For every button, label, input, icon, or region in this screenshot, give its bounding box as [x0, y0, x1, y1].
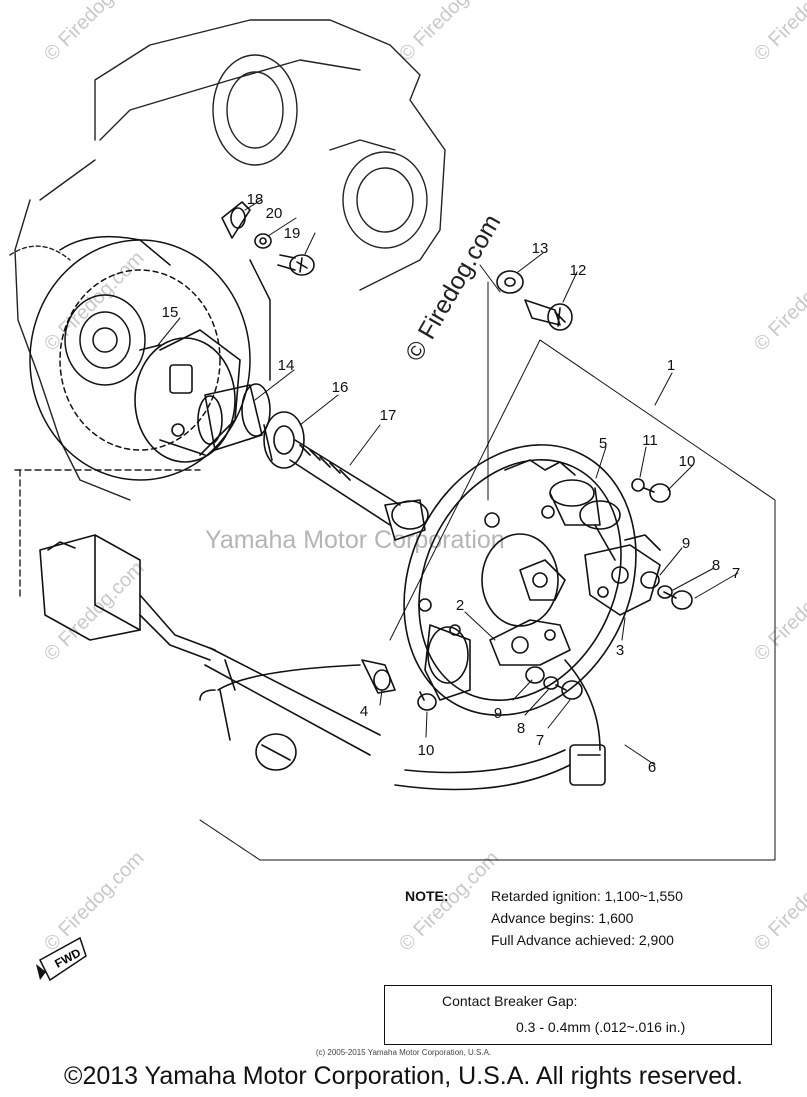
callout-4: 4 — [360, 703, 368, 720]
wire-clip-4 — [361, 659, 396, 694]
governor-plate — [134, 329, 241, 463]
bolt-17 — [289, 439, 429, 541]
fwd-arrow: FWD — [36, 936, 87, 982]
callout-8: 8 — [712, 557, 720, 574]
washer-9-upper — [640, 571, 660, 589]
callout-1: 1 — [667, 357, 675, 374]
note-retarded: Retarded ignition: 1,100~1,550 — [491, 888, 683, 904]
note-full-advance: Full Advance achieved: 2,900 — [491, 932, 674, 948]
callout-16: 16 — [332, 379, 349, 396]
callout-10: 10 — [679, 453, 696, 470]
washer-13 — [496, 270, 524, 294]
callout-12: 12 — [570, 262, 587, 279]
callout-6: 6 — [648, 759, 656, 776]
note-advance-begins: Advance begins: 1,600 — [491, 910, 634, 926]
connector-harness — [39, 534, 381, 771]
callout-9: 9 — [494, 705, 502, 722]
breaker-gap-box: Contact Breaker Gap: 0.3 - 0.4mm (.012~.… — [384, 985, 772, 1045]
nut-16 — [263, 411, 305, 469]
callout-18: 18 — [247, 191, 264, 208]
callout-15: 15 — [162, 304, 179, 321]
callout-9: 9 — [682, 535, 690, 552]
screw-10-upper — [643, 483, 671, 503]
screw-7-upper — [663, 590, 693, 610]
washer-9-lower — [525, 666, 545, 684]
contact-breaker-2 — [489, 559, 571, 666]
contact-breaker-3 — [584, 534, 661, 616]
cam-spacer — [197, 383, 271, 451]
callout-20: 20 — [266, 205, 283, 222]
callout-14: 14 — [278, 357, 295, 374]
lead-wire-6 — [394, 659, 606, 791]
callout-10: 10 — [418, 742, 435, 759]
callout-8: 8 — [517, 720, 525, 737]
callout-17: 17 — [380, 407, 397, 424]
callout-19: 19 — [284, 225, 301, 242]
plate-18 — [221, 201, 251, 239]
screw-12 — [524, 299, 573, 331]
callout-3: 3 — [616, 642, 624, 659]
note-label: NOTE: — [405, 888, 449, 904]
callout-7: 7 — [732, 565, 740, 582]
washer-8-lower — [543, 676, 559, 690]
callout-7: 7 — [536, 732, 544, 749]
screw-10-lower — [417, 691, 437, 711]
callout-2: 2 — [456, 597, 464, 614]
washer-8-upper — [657, 585, 673, 599]
callout-13: 13 — [532, 240, 549, 257]
gap-value: 0.3 - 0.4mm (.012~.016 in.) — [516, 1019, 686, 1035]
screw-7-lower — [555, 680, 583, 700]
callout-11: 11 — [642, 432, 658, 449]
screw-19 — [277, 254, 315, 276]
crankcase-outline — [9, 19, 446, 601]
callout-5: 5 — [599, 435, 607, 452]
footer-copyright: ©2013 Yamaha Motor Corporation, U.S.A. A… — [64, 1062, 743, 1090]
condenser-5 — [549, 479, 621, 561]
washer-20 — [254, 233, 272, 249]
gap-title: Contact Breaker Gap: — [442, 993, 578, 1009]
housing — [29, 235, 271, 481]
small-copyright: (c) 2005-2015 Yamaha Motor Corporation, … — [315, 1048, 492, 1057]
fwd-label: FWD — [52, 945, 83, 970]
watermark-center: Yamaha Motor Corporation — [205, 526, 505, 554]
washer-11 — [631, 478, 645, 492]
breaker-base-plate — [403, 444, 637, 716]
